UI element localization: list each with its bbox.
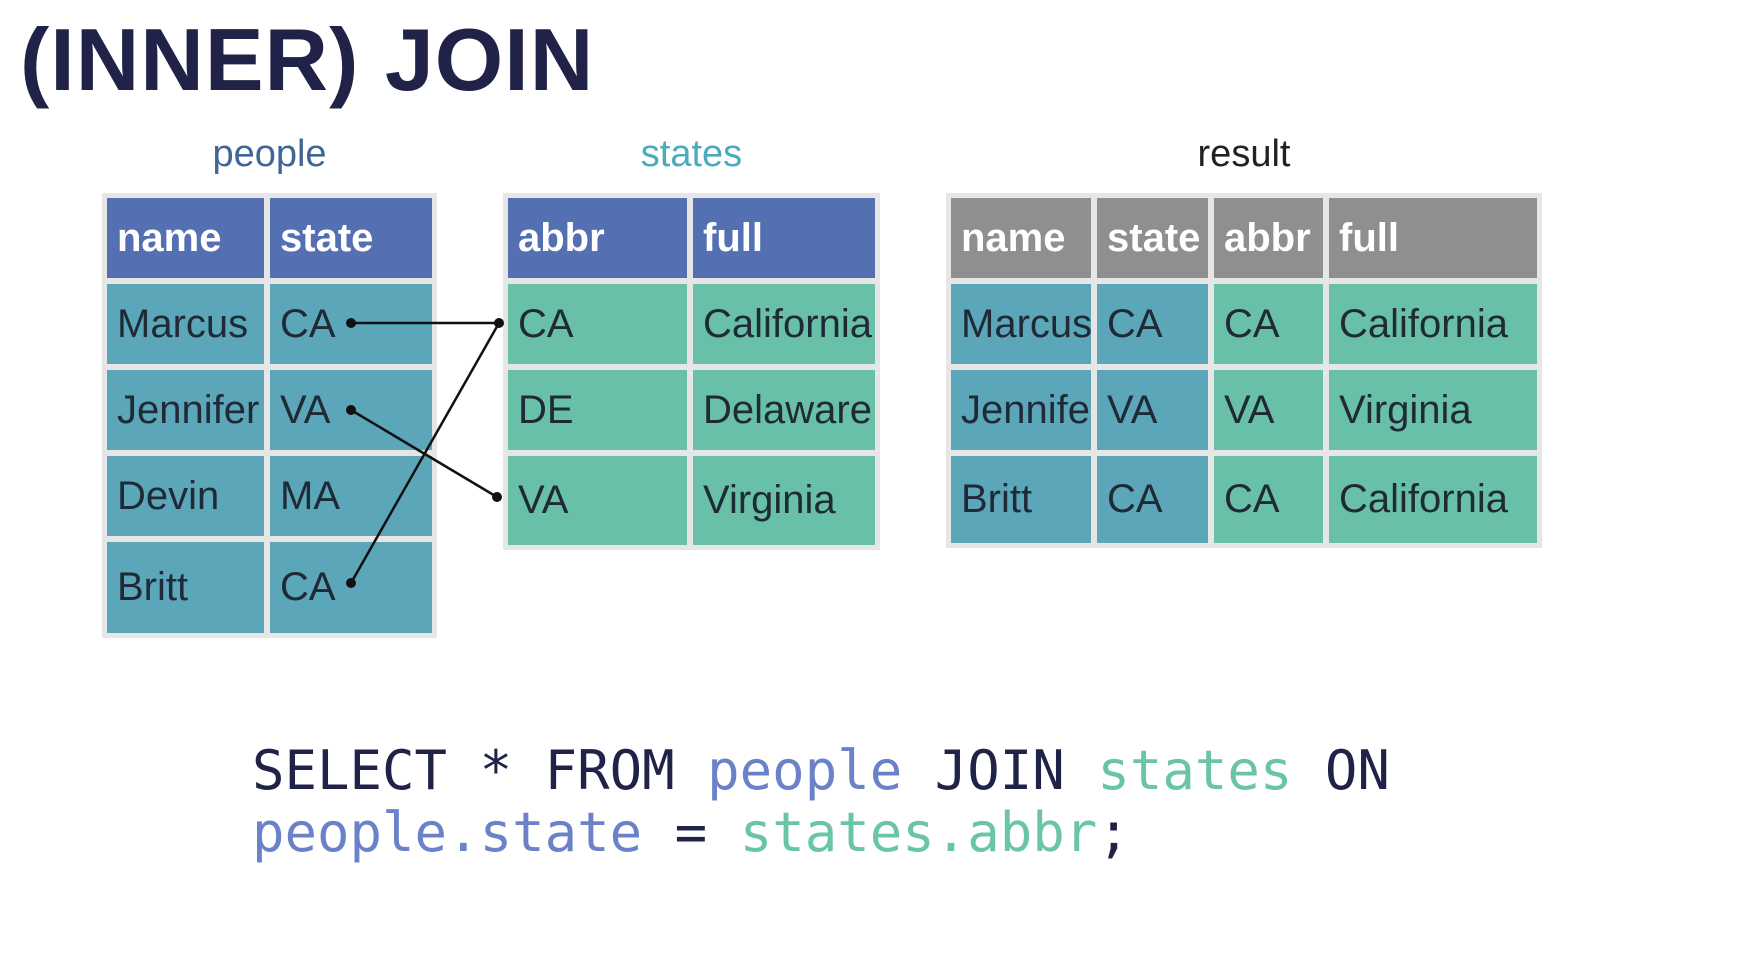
states-cell-abbr: CA	[508, 284, 687, 364]
people-cell-state: MA	[270, 456, 432, 536]
people-cell-state: CA	[270, 284, 432, 364]
sql-keyword: JOIN	[902, 739, 1098, 802]
result-cell-name: Jennifer	[951, 370, 1091, 450]
states-cell-full: California	[693, 284, 875, 364]
result-cell-state: CA	[1097, 456, 1208, 543]
result-cell-full: California	[1329, 284, 1537, 364]
result-header-full: full	[1329, 198, 1537, 278]
people-cell-state: VA	[270, 370, 432, 450]
people-header-state: state	[270, 198, 432, 278]
states-cell-full: Virginia	[693, 456, 875, 545]
result-cell-full: Virginia	[1329, 370, 1537, 450]
result-cell-abbr: CA	[1214, 456, 1323, 543]
sql-keyword: ON	[1292, 739, 1390, 802]
result-cell-abbr: VA	[1214, 370, 1323, 450]
result-cell-full: California	[1329, 456, 1537, 543]
result-table: name state abbr full Marcus CA CA Califo…	[946, 193, 1542, 548]
result-cell-state: VA	[1097, 370, 1208, 450]
connector-dot	[492, 492, 502, 502]
states-header-abbr: abbr	[508, 198, 687, 278]
sql-column-states-abbr: states.abbr	[739, 801, 1098, 864]
result-cell-name: Britt	[951, 456, 1091, 543]
states-header-full: full	[693, 198, 875, 278]
result-cell-abbr: CA	[1214, 284, 1323, 364]
result-header-abbr: abbr	[1214, 198, 1323, 278]
sql-terminator: ;	[1097, 801, 1130, 864]
result-table-caption: result	[1197, 133, 1291, 175]
people-table: name state Marcus CA Jennifer VA Devin M…	[102, 193, 437, 638]
sql-line-1: SELECT * FROM people JOIN states ON	[252, 740, 1390, 802]
sql-line-2: people.state = states.abbr;	[252, 802, 1390, 864]
states-cell-abbr: DE	[508, 370, 687, 450]
sql-operator: =	[642, 801, 740, 864]
states-cell-abbr: VA	[508, 456, 687, 545]
people-cell-name: Devin	[107, 456, 264, 536]
people-cell-name: Jennifer	[107, 370, 264, 450]
states-cell-full: Delaware	[693, 370, 875, 450]
people-table-caption: people	[212, 133, 327, 175]
sql-column-people-state: people.state	[252, 801, 643, 864]
people-cell-name: Britt	[107, 542, 264, 633]
slide-title: (INNER) JOIN	[20, 10, 595, 109]
result-cell-state: CA	[1097, 284, 1208, 364]
sql-table-states: states	[1097, 739, 1293, 802]
sql-table-people: people	[707, 739, 903, 802]
sql-keyword: SELECT * FROM	[252, 739, 708, 802]
states-table-caption: states	[640, 133, 743, 175]
result-cell-name: Marcus	[951, 284, 1091, 364]
people-header-name: name	[107, 198, 264, 278]
result-header-name: name	[951, 198, 1091, 278]
states-table: abbr full CA California DE Delaware VA V…	[503, 193, 880, 550]
result-header-state: state	[1097, 198, 1208, 278]
people-cell-state: CA	[270, 542, 432, 633]
people-cell-name: Marcus	[107, 284, 264, 364]
